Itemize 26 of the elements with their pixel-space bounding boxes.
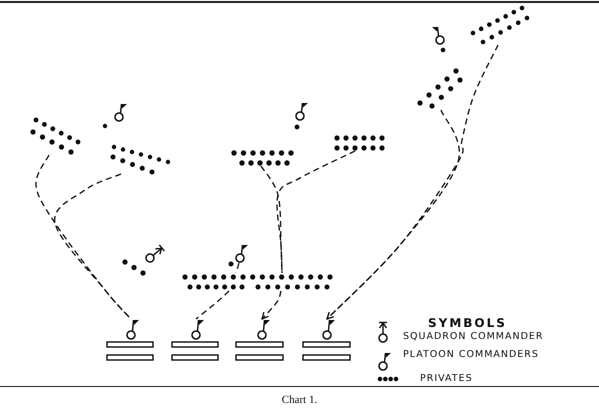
platoon-position <box>235 320 284 361</box>
platoon-position <box>302 320 351 361</box>
privates-formation <box>417 68 463 109</box>
platoon-commander-icon <box>235 244 248 263</box>
privates-formation <box>182 274 333 290</box>
dashed-route-line <box>235 262 240 274</box>
privates-formation <box>470 6 530 44</box>
privates-formation <box>122 259 146 276</box>
dashed-route-line <box>276 150 356 274</box>
caption: Chart 1. <box>280 394 318 406</box>
dashed-route-line <box>35 154 132 320</box>
dashed-route-line <box>261 290 282 320</box>
legend-title: SYMBOLS <box>428 316 507 330</box>
legend-label: PLATOON COMMANDERS <box>403 349 539 360</box>
platoon-position <box>106 320 154 361</box>
legend-label: PRIVATES <box>420 373 473 384</box>
platoon-position <box>171 320 219 361</box>
privates-formation <box>231 150 294 166</box>
dashed-route-line <box>54 173 132 320</box>
dashed-route-line <box>196 290 230 320</box>
privates-formation <box>30 118 80 155</box>
legend-label: SQUADRON COMMANDER <box>403 331 544 342</box>
privates-formation <box>110 144 170 174</box>
dashed-route-line <box>326 110 460 320</box>
dashed-route-line <box>260 166 283 274</box>
privates-formation <box>334 135 385 151</box>
